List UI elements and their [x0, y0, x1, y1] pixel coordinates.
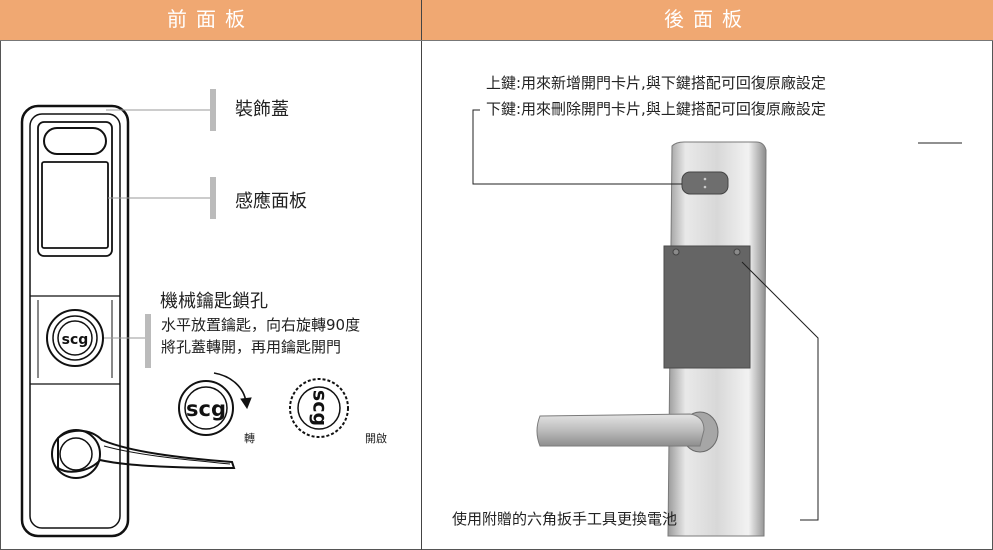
front-panel-header: 前面板: [0, 0, 421, 40]
sensor-label: 感應面板: [235, 191, 307, 212]
open-coin: [289, 378, 349, 438]
handle-lever: [57, 429, 236, 473]
keyhole-logo: scg: [62, 332, 89, 348]
setting-buttons: [681, 171, 729, 195]
setting-button-dot-1: [703, 177, 707, 181]
setting-button-dot-2: [703, 185, 707, 189]
front-lock-window: [37, 121, 113, 257]
battery-cover: [663, 245, 751, 369]
battery-screw-left: [672, 248, 680, 256]
battery-label: 使用附贈的六角扳手工具更換電池: [452, 510, 678, 528]
back-lock-illustration: [536, 141, 767, 537]
battery-callout-line: [741, 261, 819, 521]
down-key-callout-line: [472, 109, 682, 185]
down-key-label: 下鍵:用來刪除開門卡片,與上鍵搭配可回復原廠設定: [486, 100, 826, 118]
panel-divider: [421, 0, 422, 550]
open-coin-inner: [297, 386, 341, 430]
cover-label-bar: [210, 89, 216, 131]
back-panel-header: 後面板: [422, 0, 993, 40]
open-coin-outer: [289, 378, 349, 438]
turn-coin: [178, 372, 252, 436]
turn-label: 轉: [244, 432, 255, 445]
open-coin-logo: scg: [309, 390, 331, 426]
handle-hub-inner: [59, 437, 93, 471]
back-handle-lever: [536, 413, 705, 447]
front-lock-outer: [20, 104, 130, 538]
sensor-panel: [41, 161, 109, 249]
battery-screw-right: [733, 248, 741, 256]
keyhole-ring-inner: [52, 315, 98, 361]
turn-arrowhead: [240, 397, 252, 410]
front-lock-illustration: [20, 104, 236, 538]
turn-coin-logo: scg: [186, 397, 226, 421]
keyhole-desc-line-2: 將孔蓋轉開，再用鑰匙開門: [161, 338, 342, 356]
cover-label: 裝飾蓋: [235, 99, 289, 120]
turn-coin-outer: [178, 380, 234, 436]
open-label: 開啟: [365, 432, 387, 445]
keyhole-title: 機械鑰匙鎖孔: [160, 291, 268, 312]
handle-lever-edge: [103, 445, 231, 465]
header-underline: [0, 40, 993, 41]
keyhole-desc-line-1: 水平放置鑰匙，向右旋轉90度: [161, 316, 361, 334]
sensor-label-bar: [210, 177, 216, 219]
turn-coin-inner: [184, 386, 228, 430]
decorative-cover: [43, 127, 107, 155]
keyhole-ring-outer: [46, 309, 104, 367]
keyhole-ring-core: [57, 320, 93, 356]
keyhole-label-bar: [145, 314, 151, 368]
front-lock-inner: [29, 113, 121, 529]
up-key-label: 上鍵:用來新增開門卡片,與下鍵搭配可回復原廠設定: [486, 74, 826, 92]
